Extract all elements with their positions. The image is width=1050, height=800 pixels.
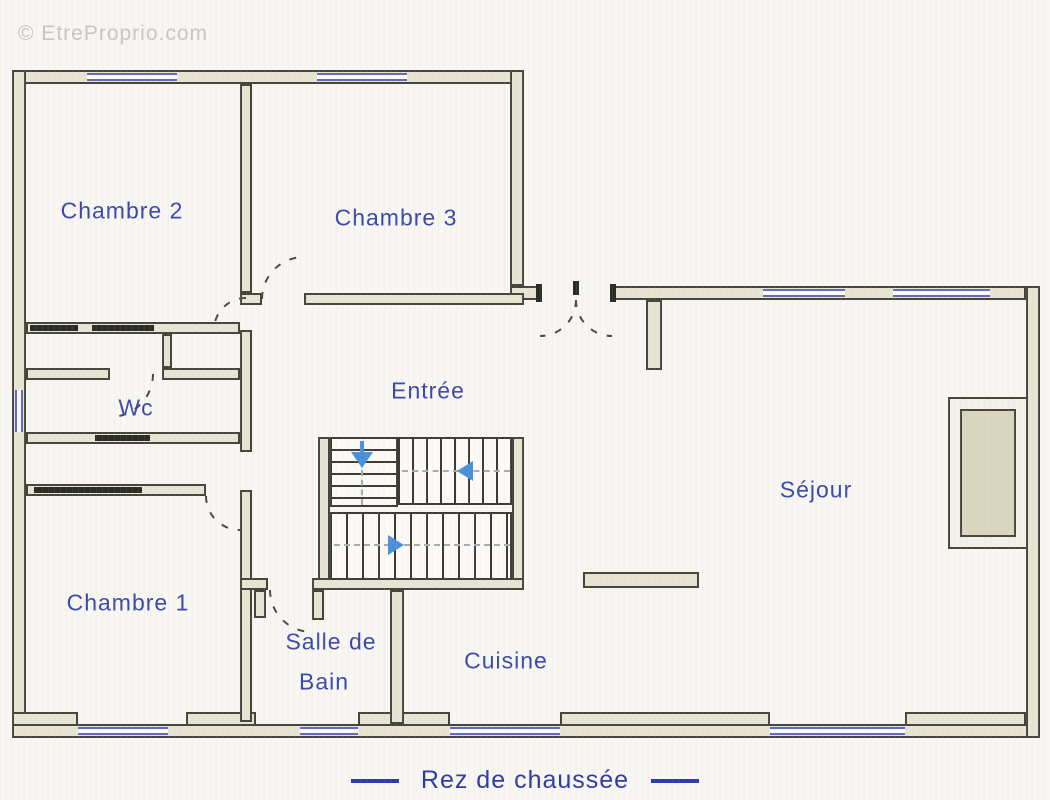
room-label-salle-de-bain-line2: Bain (298, 668, 350, 695)
door-arc-chambre3 (261, 256, 305, 300)
door-jamb (536, 284, 542, 302)
wall-pier-bottom-left (12, 712, 78, 726)
caption-dash-left (350, 778, 399, 783)
room-label-chambre2: Chambre 2 (60, 197, 184, 224)
window-sejour-bottom (770, 727, 905, 735)
wall-exterior-chambre3-right (510, 70, 524, 286)
wall-corridor-left-upper (240, 330, 252, 452)
room-label-chambre3: Chambre 3 (334, 204, 458, 231)
window-bathroom (300, 727, 358, 735)
window-sejour-top-1 (763, 289, 845, 297)
wall-exterior-right (1026, 286, 1040, 738)
watermark: © EtreProprio.com (18, 22, 209, 45)
fireplace-hearth (960, 409, 1016, 537)
window-cuisine (450, 727, 560, 735)
door-center-stop (573, 281, 579, 295)
sliding-door-bar (95, 435, 150, 441)
room-label-salle-de-bain-line1: Salle de (285, 628, 377, 655)
wall-bathroom-kitchen-divider (390, 590, 404, 724)
sliding-door-bar (34, 487, 142, 493)
room-label-cuisine: Cuisine (464, 647, 548, 674)
window-chambre1 (78, 727, 168, 735)
stairs-down-arrow (360, 441, 364, 453)
stairs-flight-upper-left (330, 437, 398, 507)
room-label-entree: Entrée (391, 377, 465, 404)
wall-chambre3-bottom (304, 293, 524, 305)
wall-segment-bottom-middle (560, 712, 770, 726)
room-label-chambre1: Chambre 1 (66, 589, 190, 616)
door-arc-chambre2 (213, 297, 247, 331)
window-wc (15, 390, 23, 432)
wall-pier-chambre1 (186, 712, 256, 726)
wall-wc-top-left (26, 368, 110, 380)
door-arc-entrance-right (575, 299, 613, 337)
stairs-flight-lower (330, 512, 512, 580)
g (109, 256, 613, 633)
room-label-wc: Wc (118, 394, 154, 421)
caption-dash-right (651, 778, 700, 783)
wall-chambre1-right (240, 490, 252, 722)
window-sejour-top-2 (893, 289, 990, 297)
stairs-guideline (361, 470, 363, 505)
sliding-door-bar (30, 325, 78, 331)
window-chambre2 (87, 73, 177, 81)
kitchen-counter-wall (583, 572, 699, 588)
window-chambre3 (317, 73, 407, 81)
caption-text: Rez de chaussée (420, 766, 630, 794)
wall-segment-bottom-right (905, 712, 1026, 726)
wall-bathroom-door-stub (254, 590, 266, 618)
stairs-left-arrow-icon (457, 461, 473, 481)
caption: Rez de chaussée (0, 766, 1050, 795)
wall-chambre2-chambre3-divider (240, 84, 252, 293)
wall-bathroom-door-pier (312, 590, 324, 620)
wall-wc-top-right (162, 368, 240, 380)
door-jamb (610, 284, 616, 302)
sliding-door-bar (92, 325, 154, 331)
wall-closet-divider (162, 334, 172, 368)
door-arc-bathroom (269, 589, 313, 633)
wall-pier-cuisine (358, 712, 450, 726)
wall-sejour-pier (646, 300, 662, 370)
room-label-sejour: Séjour (779, 476, 853, 503)
stairs-guideline (334, 544, 510, 546)
wall-bathroom-top-left (240, 578, 268, 590)
door-arc-entrance-left (539, 299, 577, 337)
door-arc-chambre1 (205, 495, 241, 531)
stairs-right-arrow-icon (388, 535, 404, 555)
stairs-guideline (402, 470, 510, 472)
stairs-down-arrow-icon (351, 452, 373, 468)
